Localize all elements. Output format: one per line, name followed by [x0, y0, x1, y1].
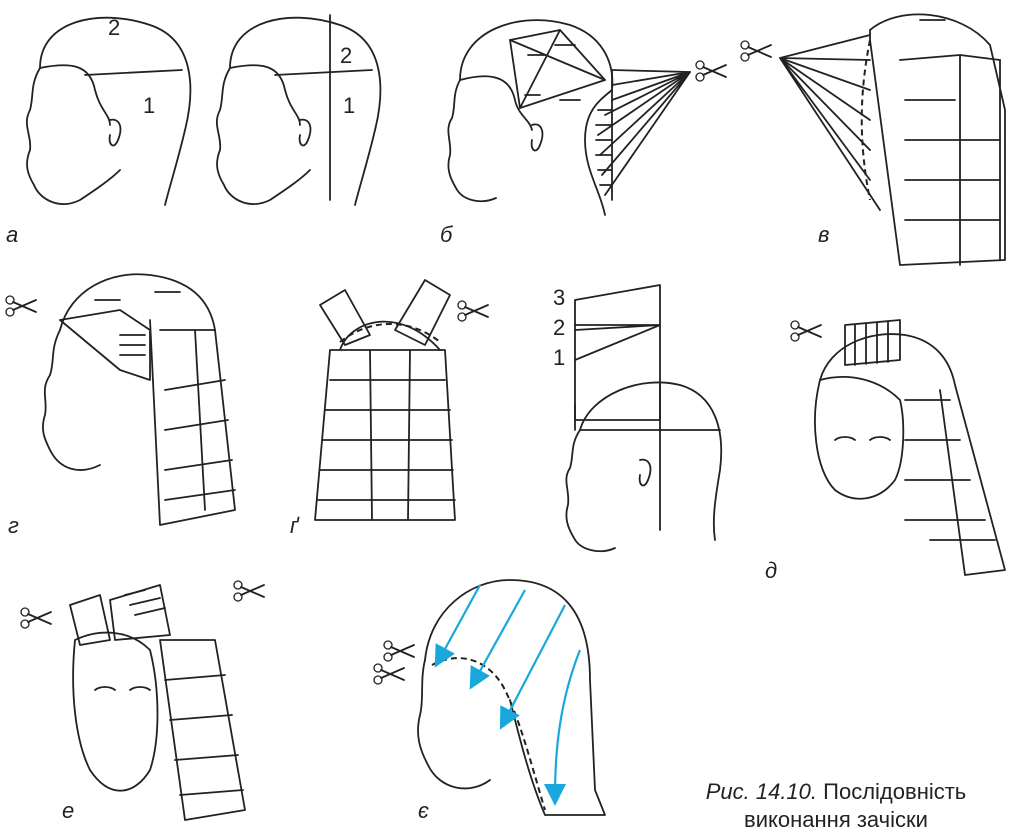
panel-levels [566, 285, 721, 551]
scissors-icon [374, 664, 404, 684]
panel-label-g: г [8, 513, 19, 539]
panel-label-e: е [62, 798, 74, 824]
caption-line2: виконання зачіски [676, 806, 996, 834]
level-number: 1 [553, 345, 565, 371]
caption-line1: Послідовність [823, 779, 966, 804]
zone-number: 1 [143, 93, 155, 119]
panel-v [741, 14, 1005, 265]
panel-label-ye: є [418, 798, 429, 824]
scissors-icon [21, 608, 51, 628]
scissors-icon [458, 301, 488, 321]
scissors-icon [696, 61, 726, 81]
level-number: 2 [553, 315, 565, 341]
scissors-icon [741, 41, 771, 61]
panel-label-d: д [765, 558, 777, 584]
panel-g2 [315, 280, 488, 520]
zone-number: 2 [340, 43, 352, 69]
panel-e [21, 581, 264, 820]
panel-g [6, 274, 235, 525]
level-number: 3 [553, 285, 565, 311]
panel-label-v: в [818, 222, 829, 248]
caption-prefix: Рис. 14.10. [706, 779, 817, 804]
zone-number: 1 [343, 93, 355, 119]
zone-number: 2 [108, 15, 120, 41]
panel-label-a: а [6, 222, 18, 248]
scissors-icon [384, 641, 414, 661]
panel-a [27, 15, 381, 205]
scissors-icon [234, 581, 264, 601]
panel-label-b: б [440, 222, 452, 248]
scissors-icon [6, 296, 36, 316]
panel-b [448, 20, 726, 215]
figure-caption: Рис. 14.10. Послідовність виконання зачі… [676, 778, 996, 834]
scissors-icon [791, 321, 821, 341]
panel-ye [374, 580, 605, 815]
panel-label-g2: ґ [290, 513, 297, 539]
panel-d [791, 320, 1005, 575]
